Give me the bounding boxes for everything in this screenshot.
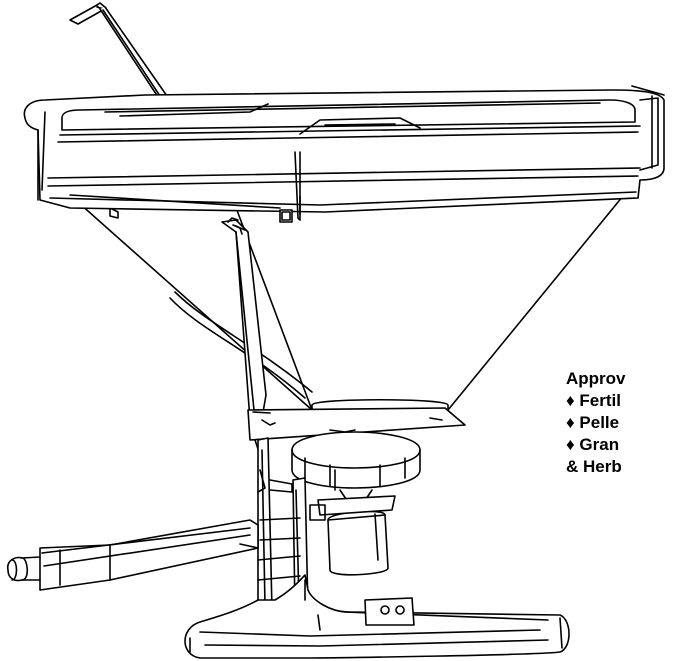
motor-housing [309,495,396,576]
support-arm [221,217,267,421]
callout-item-herbicide: & Herb [566,457,622,476]
callout-item-pellets: ♦ Pelle [566,413,620,432]
base-frame [184,574,570,659]
frame-legs [257,437,309,616]
features-callout: Approv ♦ Fertil ♦ Pelle ♦ Gran & Herb [566,368,673,478]
tow-bar [6,519,259,591]
callout-heading: Approv [566,369,626,388]
callout-item-granular: ♦ Gran [566,435,620,454]
hopper-tub [23,85,665,223]
callout-item-fertilizer: ♦ Fertil [566,391,621,410]
handle-bar [69,2,168,101]
hopper-cone [69,184,633,411]
